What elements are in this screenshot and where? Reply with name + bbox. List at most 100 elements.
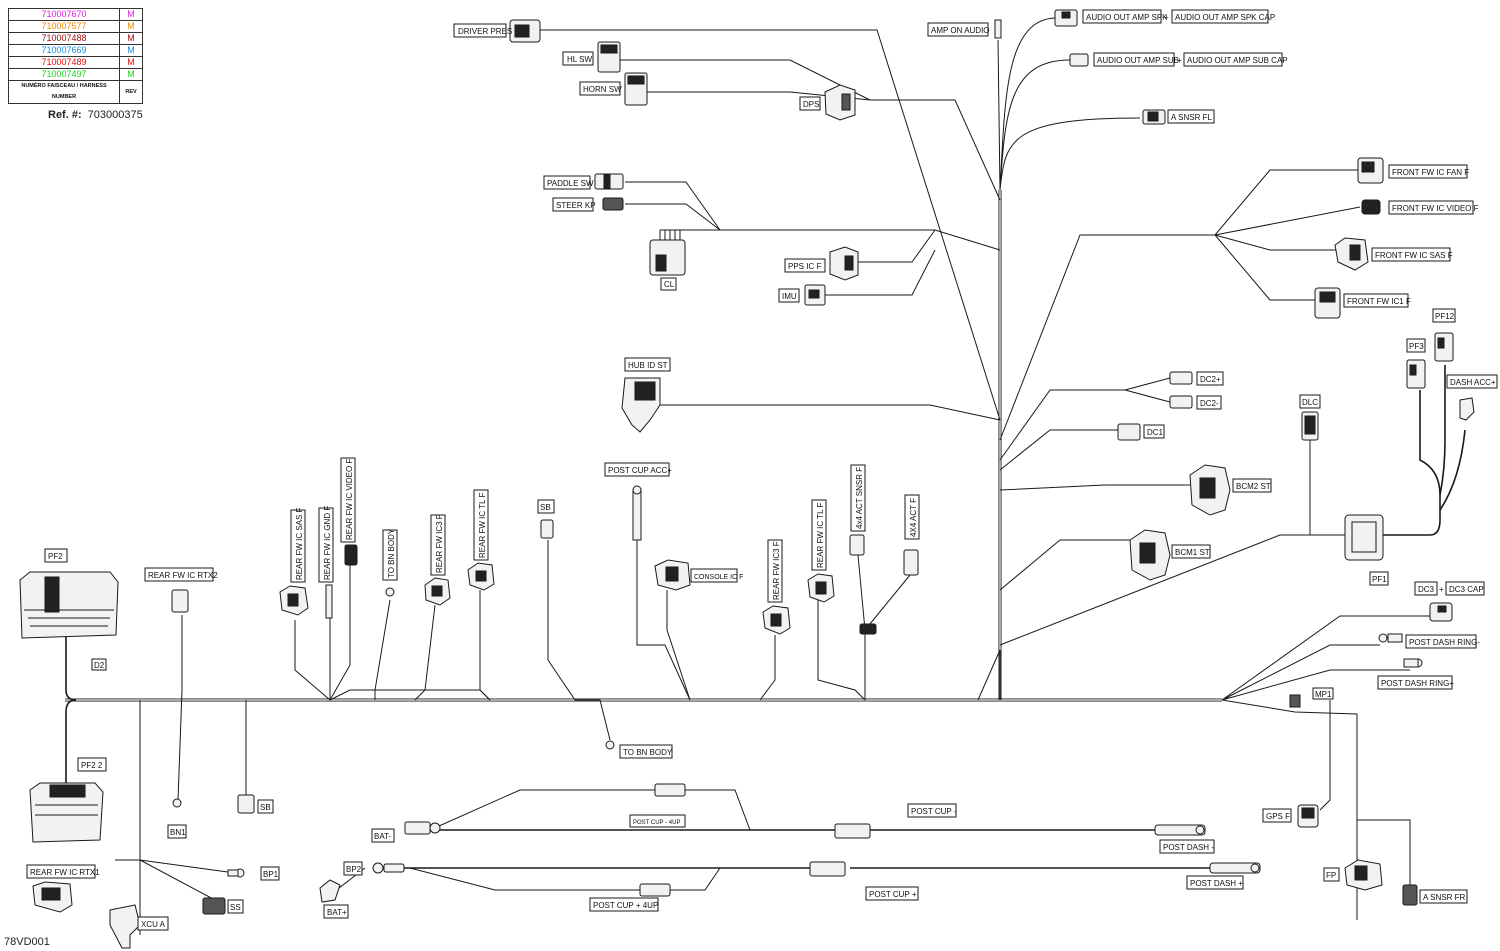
pf2-connector bbox=[19, 571, 119, 639]
svg-text:BP2: BP2 bbox=[346, 865, 362, 874]
svg-text:PADDLE SW: PADDLE SW bbox=[547, 179, 594, 188]
reference-number: Ref. #:703000375 bbox=[48, 109, 143, 121]
hl-sw-connector bbox=[597, 41, 621, 73]
paddle-sw-connector bbox=[594, 173, 624, 190]
svg-text:REAR FW IC SAS F: REAR FW IC SAS F bbox=[295, 507, 304, 580]
post-cup-4up-fuse bbox=[654, 783, 686, 797]
pps-ic-f-connector bbox=[829, 246, 859, 281]
label-steer-kp: STEER KP bbox=[552, 197, 596, 212]
harness-table-header: NUMÉRO FAISCEAU / HARNESS NUMBER REV bbox=[8, 80, 143, 104]
label-plus-dc3: + bbox=[1439, 585, 1444, 594]
svg-text:SB: SB bbox=[540, 503, 551, 512]
label-hl-sw: HL SW bbox=[562, 51, 594, 66]
bcm1-st-connector bbox=[1129, 529, 1171, 581]
bat-p-terminal bbox=[319, 879, 341, 903]
svg-text:HORN SW: HORN SW bbox=[583, 85, 622, 94]
rear-fw-ic-video-connector bbox=[344, 544, 358, 566]
svg-text:GPS F: GPS F bbox=[1266, 812, 1290, 821]
label-rear-fw-ic3-f-b: REAR FW IC3 F bbox=[767, 539, 783, 603]
svg-text:POST CUP +: POST CUP + bbox=[869, 890, 917, 899]
post-dash-ring-p-connector bbox=[1403, 658, 1423, 668]
label-to-bn-body: TO BN BODY bbox=[382, 528, 398, 581]
dlc-connector bbox=[1301, 411, 1319, 441]
gps-f-connector bbox=[1297, 804, 1319, 828]
rear-fw-ic-tl-connector bbox=[467, 562, 495, 591]
svg-text:4x4 ACT SNSR F: 4x4 ACT SNSR F bbox=[855, 467, 864, 529]
wires bbox=[65, 17, 1466, 935]
svg-text:REAR FW IC TL F: REAR FW IC TL F bbox=[478, 493, 487, 558]
dc2p-connector bbox=[1169, 371, 1193, 385]
svg-text:PF2 2: PF2 2 bbox=[81, 761, 103, 770]
label-rear-fw-ic-gnd-f: REAR FW IC GND F bbox=[318, 506, 334, 583]
horn-sw-connector bbox=[624, 72, 648, 106]
rear-fw-ic3-connector bbox=[424, 577, 451, 606]
drawing-code: 78VD001 bbox=[4, 936, 50, 948]
label-dc2m: DC2- bbox=[1196, 395, 1222, 410]
label-rear-fw-ic-video-f: REAR FW IC VIDEO F bbox=[340, 457, 356, 543]
rear-fw-ic-rtx2-connector bbox=[171, 589, 189, 613]
svg-text:DC2+: DC2+ bbox=[1200, 375, 1221, 384]
act-f-connector bbox=[903, 549, 919, 576]
a-snsr-fr-connector bbox=[1402, 884, 1418, 906]
svg-text:4X4 ACT F: 4X4 ACT F bbox=[909, 498, 918, 537]
svg-text:+: + bbox=[1177, 56, 1182, 65]
front-fw-ic-fan-connector bbox=[1357, 157, 1384, 184]
pf12-connector bbox=[1434, 332, 1454, 362]
svg-text:REAR FW IC3 F: REAR FW IC3 F bbox=[772, 541, 781, 600]
label-a-snsr-fl: A SNSR FL bbox=[1167, 109, 1215, 124]
svg-text:REAR FW IC TL F: REAR FW IC TL F bbox=[816, 503, 825, 568]
svg-text:AUDIO OUT AMP SUB CAP: AUDIO OUT AMP SUB CAP bbox=[1187, 56, 1288, 65]
to-bn-body-b-connector bbox=[605, 740, 615, 750]
label-act-f: 4X4 ACT F bbox=[904, 494, 920, 540]
label-front-fw-ic-video-f: FRONT FW IC VIDEO F bbox=[1388, 200, 1479, 215]
label-fp: FP bbox=[1323, 867, 1340, 882]
ss-connector bbox=[202, 897, 226, 915]
label-pf1: PF1 bbox=[1369, 571, 1389, 586]
svg-text:POST DASH RING-: POST DASH RING- bbox=[1409, 638, 1480, 647]
label-dc2p: DC2+ bbox=[1196, 371, 1224, 386]
label-audio-sub-cap: AUDIO OUT AMP SUB CAP bbox=[1183, 52, 1288, 67]
label-bp2: BP2 bbox=[343, 861, 363, 876]
svg-text:BAT+: BAT+ bbox=[327, 908, 347, 917]
label-ss: SS bbox=[227, 899, 244, 914]
svg-text:BP1: BP1 bbox=[263, 870, 279, 879]
label-pf3: PF3 bbox=[1406, 338, 1426, 353]
svg-text:PF12: PF12 bbox=[1435, 312, 1455, 321]
label-pps-ic-f: PPS IC F bbox=[784, 258, 826, 273]
svg-text:AUDIO OUT AMP SPK CAP: AUDIO OUT AMP SPK CAP bbox=[1175, 13, 1275, 22]
label-console-ic-f: CONSOLE IC F bbox=[690, 568, 743, 583]
label-cl: CL bbox=[660, 277, 677, 291]
label-front-fw-ic-sas-f: FRONT FW IC SAS F bbox=[1371, 247, 1453, 262]
act-snsr-connector bbox=[849, 534, 865, 556]
svg-text:POST DASH RING+: POST DASH RING+ bbox=[1381, 679, 1454, 688]
svg-text:DC1: DC1 bbox=[1147, 428, 1164, 437]
label-dc3-cap: DC3 CAP bbox=[1445, 581, 1485, 596]
label-amp-on-audio: AMP ON AUDIO bbox=[927, 22, 990, 37]
label-gps-f: GPS F bbox=[1262, 808, 1292, 823]
label-pf2-2: PF2 2 bbox=[77, 757, 107, 772]
label-front-fw-ic-fan-f: FRONT FW IC FAN F bbox=[1388, 164, 1469, 179]
svg-text:FRONT FW IC FAN F: FRONT FW IC FAN F bbox=[1392, 168, 1469, 177]
labels: DRIVER PRES HL SW HORN SW DPS AMP ON AUD… bbox=[26, 9, 1498, 931]
rear-fw-ic-rtx1-connector bbox=[32, 881, 73, 913]
label-post-cup-m: POST CUP - bbox=[907, 803, 957, 818]
label-rear-fw-ic-sas-f: REAR FW IC SAS F bbox=[290, 507, 306, 583]
svg-text:DLC: DLC bbox=[1302, 398, 1318, 407]
svg-text:HUB ID ST: HUB ID ST bbox=[628, 361, 668, 370]
svg-text:SB: SB bbox=[260, 803, 271, 812]
label-imu: IMU bbox=[778, 288, 800, 303]
label-post-cup-4up: POST CUP - 4UP bbox=[629, 814, 686, 828]
label-bp1: BP1 bbox=[260, 866, 280, 881]
audio-sub-connector bbox=[1069, 53, 1089, 67]
svg-text:PF1: PF1 bbox=[1372, 575, 1387, 584]
hub-id-st-connector bbox=[621, 377, 661, 433]
label-rear-fw-ic-rtx2: REAR FW IC RTX2 bbox=[144, 567, 218, 582]
steer-kp-connector bbox=[602, 197, 624, 211]
svg-text:STEER KP: STEER KP bbox=[556, 201, 596, 210]
svg-text:AUDIO OUT AMP SPK: AUDIO OUT AMP SPK bbox=[1086, 13, 1168, 22]
label-dash-acc: DASH ACC+ bbox=[1446, 374, 1498, 389]
imu-connector bbox=[804, 284, 826, 306]
label-bcm2-st: BCM2 ST bbox=[1232, 478, 1272, 493]
svg-text:DPS: DPS bbox=[803, 100, 819, 109]
